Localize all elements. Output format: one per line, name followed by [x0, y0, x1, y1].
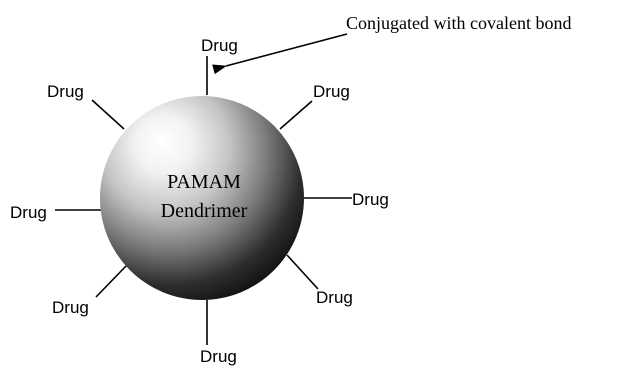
- pamam-dendrimer-sphere: [100, 96, 304, 300]
- annotation-text: Conjugated with covalent bond: [346, 13, 571, 33]
- drug-label-right: Drug: [352, 190, 389, 209]
- drug-label-bottom-left: Drug: [52, 298, 89, 317]
- sphere-label-line2: Dendrimer: [161, 200, 248, 222]
- bond-line-bottom-left: [95, 264, 128, 298]
- drug-label-top-left: Drug: [47, 82, 84, 101]
- drug-label-top-right: Drug: [313, 82, 350, 101]
- bond-line-top-left: [91, 99, 125, 130]
- drug-label-bottom: Drug: [200, 347, 237, 366]
- bond-line-top-right: [279, 100, 313, 130]
- drug-label-top: Drug: [201, 36, 238, 55]
- drug-label-bottom-right: Drug: [316, 288, 353, 307]
- drug-label-left: Drug: [10, 203, 47, 222]
- bond-line-bottom-right: [286, 254, 319, 290]
- sphere-label-line1: PAMAM: [167, 171, 241, 193]
- annotation-arrow: [212, 33, 348, 75]
